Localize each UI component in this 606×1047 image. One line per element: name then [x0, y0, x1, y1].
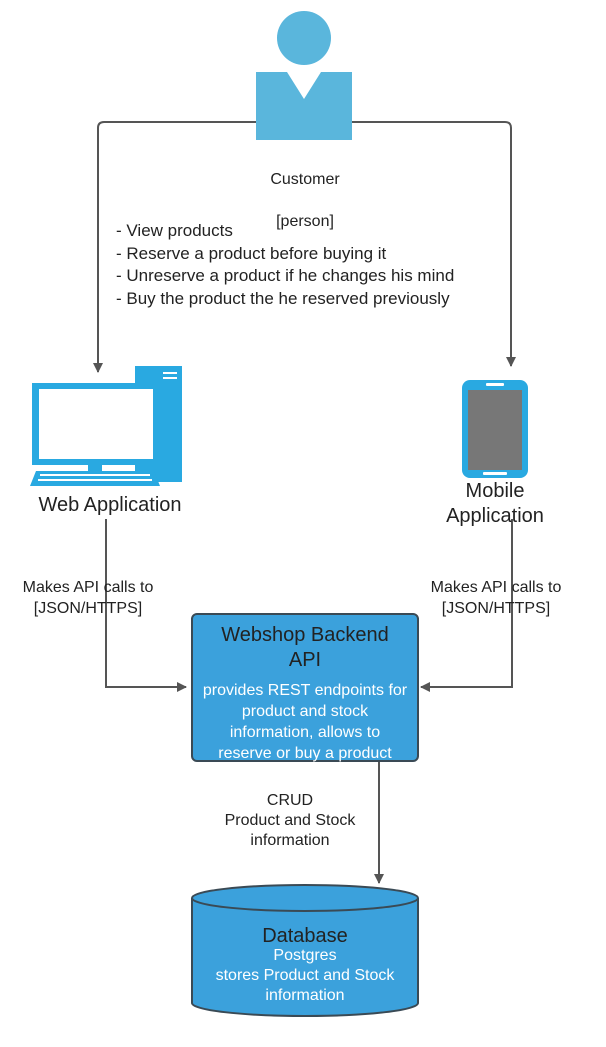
mobile-edge-label: Makes API calls to [JSON/HTTPS]	[430, 579, 562, 617]
backend-title: Webshop Backend API	[221, 624, 389, 671]
backend-box	[191, 613, 419, 762]
customer-actions-list: - View products - Reserve a product befo…	[116, 221, 455, 308]
web-app-label: Web Application	[38, 494, 182, 516]
database-cylinder	[191, 884, 419, 1017]
desktop-computer-icon	[30, 366, 182, 486]
person-type: [person]	[276, 213, 334, 230]
edge-mobile-to-backend	[420, 519, 513, 692]
database-description: Postgres stores Product and Stock inform…	[215, 947, 395, 1004]
person-label: Customer [person]	[230, 148, 380, 253]
web-edge-label: Makes API calls to [JSON/HTTPS]	[22, 579, 154, 617]
edge-person-to-web	[93, 121, 256, 373]
database-title: Database	[262, 925, 348, 947]
edge-person-to-mobile	[352, 121, 516, 367]
mobile-phone-icon	[462, 380, 528, 478]
backend-description: provides REST endpoints for product and …	[202, 682, 408, 762]
person-name: Customer	[270, 171, 340, 188]
db-edge-label: CRUD Product and Stock information	[224, 792, 356, 849]
mobile-app-label: Mobile Application	[446, 480, 544, 527]
person-icon	[256, 11, 352, 140]
edge-web-to-backend	[105, 519, 187, 692]
